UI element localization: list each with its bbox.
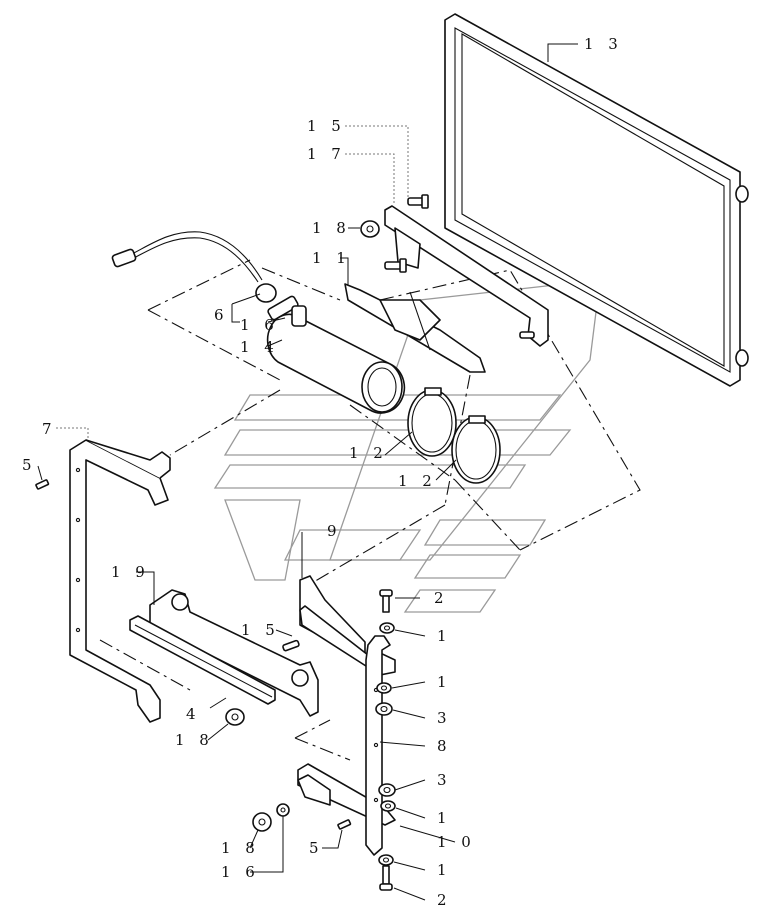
callout-1-a: 1: [437, 627, 452, 645]
plate-19: [149, 589, 319, 717]
leader-lines: [37, 43, 578, 901]
callout-2-top: 2: [434, 589, 449, 607]
nut-3-a: [375, 702, 393, 716]
callout-18-mid: 1 8: [175, 731, 214, 749]
callout-labels: 1 3 1 5 1 7 1 8 1 1 6 1 6 1 4 7 5 1 2 1 …: [22, 35, 623, 909]
bolt-right: [519, 331, 535, 339]
sensor-cable: [111, 231, 299, 321]
callout-3-a: 3: [437, 709, 452, 727]
callout-9: 9: [327, 522, 342, 540]
strap-8: [365, 635, 391, 856]
callout-15-lower: 1 5: [241, 621, 280, 639]
callout-1-b: 1: [437, 673, 452, 691]
left-frame-7: [69, 439, 171, 723]
callout-13: 1 3: [584, 35, 623, 53]
callout-18-upper: 1 8: [312, 219, 351, 237]
strip-4: [129, 615, 276, 705]
bolt-15-lower: [282, 639, 300, 652]
callout-16-upper: 1 6: [240, 316, 279, 334]
washer-18-upper: [360, 220, 380, 238]
callout-15-upper: 1 5: [307, 117, 346, 135]
callout-8: 8: [437, 737, 452, 755]
bolt-2-top: [379, 589, 393, 613]
washer-16-lower: [276, 803, 290, 817]
callout-5-left: 5: [22, 456, 37, 474]
callout-1-c: 1: [437, 809, 452, 827]
washer-1-d: [378, 854, 394, 866]
bolt-5-lower: [337, 819, 352, 830]
bolt-15-upper: [407, 194, 429, 209]
callout-16-lower: 1 6: [221, 863, 260, 881]
radiator-13: [444, 13, 749, 387]
bolt-5-left: [35, 479, 50, 490]
clamp-12a: [407, 387, 457, 457]
callout-11: 1 1: [312, 249, 351, 267]
callout-3-b: 3: [437, 771, 452, 789]
callout-7: 7: [42, 420, 57, 438]
washer-1-b: [376, 682, 392, 694]
callout-5-lower: 5: [309, 839, 324, 857]
bolt-2-bottom: [379, 865, 393, 891]
callout-1-d: 1: [437, 861, 452, 879]
callout-12a: 1 2: [349, 444, 388, 462]
callout-4: 4: [186, 705, 201, 723]
callout-17: 1 7: [307, 145, 346, 163]
callout-10: 1 0: [437, 833, 476, 851]
callout-12b: 1 2: [398, 472, 437, 490]
upper-bracket-11: [344, 205, 549, 373]
assembly-lines: [99, 259, 641, 761]
clamp-12b: [451, 415, 501, 484]
callout-2-bottom: 2: [437, 891, 452, 909]
washer-18-lower: [252, 812, 272, 832]
nut-3-b: [378, 783, 396, 797]
callout-14: 1 4: [240, 338, 279, 356]
washer-1-c: [380, 800, 396, 812]
receiver-drier-14: [266, 305, 406, 414]
bolt-17: [384, 258, 407, 273]
callout-6: 6: [214, 306, 229, 324]
washer-1-a: [379, 622, 395, 634]
callout-19: 1 9: [111, 563, 150, 581]
callout-18-lower: 1 8: [221, 839, 260, 857]
washer-18-mid: [225, 708, 245, 726]
